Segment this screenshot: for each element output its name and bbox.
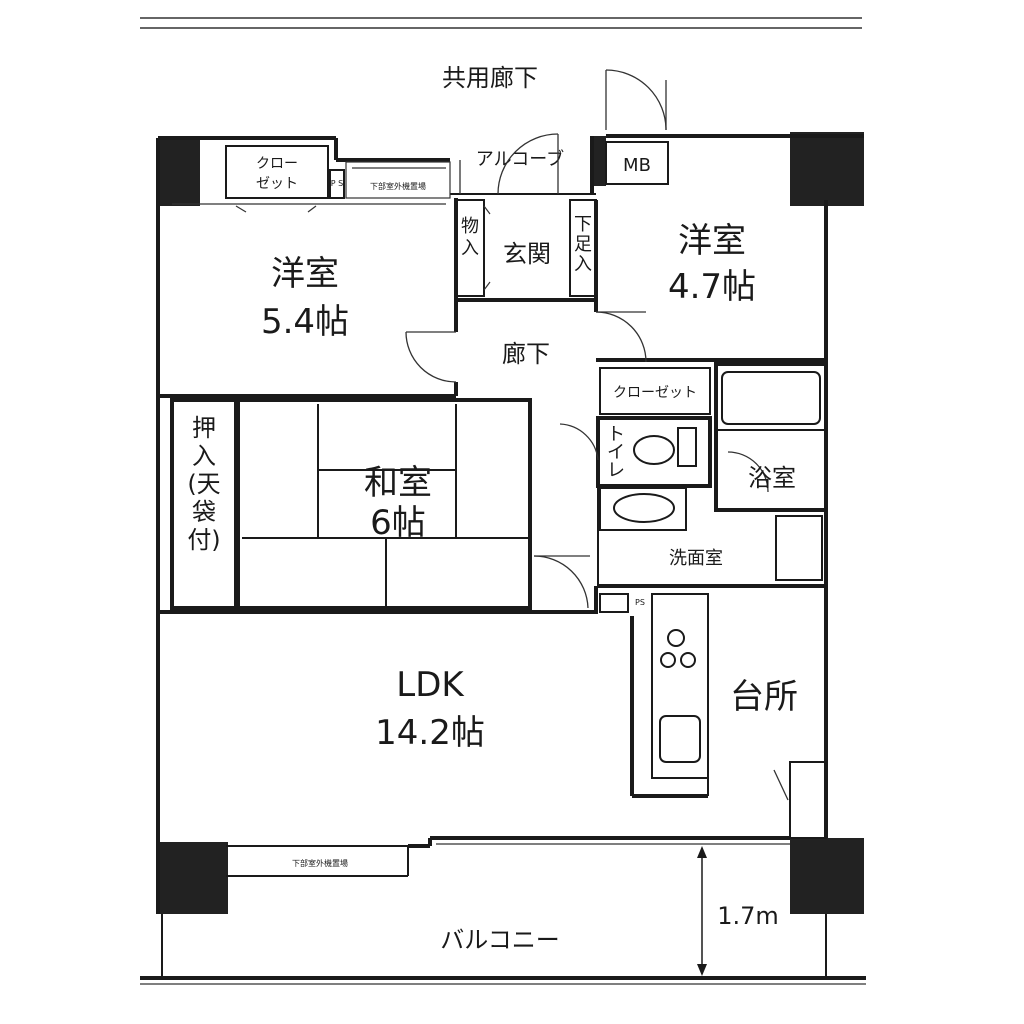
column xyxy=(592,136,606,186)
alcove-label: アルコーブ xyxy=(476,148,564,170)
room-name: LDK xyxy=(396,665,465,705)
ps-kitchen-label: PS xyxy=(635,598,645,607)
common-corridor-label: 共用廊下 xyxy=(442,64,538,92)
hallway-label: 廊下 xyxy=(502,340,550,368)
outer-walls xyxy=(156,134,864,914)
kitchen xyxy=(599,593,827,839)
closet-label: クロー xyxy=(256,156,298,172)
storage-label: 物入 xyxy=(461,216,479,259)
toilet-label: トイレ xyxy=(607,424,625,481)
room-name: 洋室 xyxy=(271,254,339,294)
western-room-right xyxy=(594,200,826,363)
mb-box xyxy=(605,141,669,185)
balcony-window xyxy=(226,836,790,877)
genkan-area xyxy=(455,199,597,302)
balcony-label: バルコニー xyxy=(440,926,560,954)
room-size: 14.2帖 xyxy=(375,713,485,753)
washitsu xyxy=(170,398,599,610)
mb-label: MB xyxy=(623,155,651,176)
bath-label: 浴室 xyxy=(748,464,796,492)
washroom xyxy=(597,486,826,588)
closet-mid xyxy=(599,367,711,415)
ac-unit-label: 下部室外機置場 xyxy=(292,858,348,868)
column xyxy=(158,842,228,914)
column xyxy=(158,136,200,206)
closet-label: ゼット xyxy=(256,176,298,192)
balcony-depth-dimension xyxy=(697,846,707,976)
balcony-depth-label: 1.7m xyxy=(717,902,779,930)
toilet xyxy=(596,416,712,488)
room-size: 6帖 xyxy=(370,503,426,543)
column xyxy=(790,132,864,206)
washroom-label: 洗面室 xyxy=(669,548,723,569)
room-name: 台所 xyxy=(730,677,798,717)
room-name: 和室 xyxy=(364,463,432,503)
ldk xyxy=(158,586,598,614)
entrance-door xyxy=(459,133,559,195)
closet-mid-label: クローゼット xyxy=(613,385,697,401)
bathroom xyxy=(714,362,828,512)
top-storage xyxy=(172,145,451,213)
genkan-label: 玄関 xyxy=(503,240,551,268)
balcony xyxy=(140,914,866,985)
room-size: 5.4帖 xyxy=(261,302,349,342)
western-room-left xyxy=(158,198,458,398)
shoe-storage-label: 下足入 xyxy=(574,214,592,275)
room-name: 洋室 xyxy=(678,221,746,261)
ps-label: P S xyxy=(331,179,343,188)
ac-unit-label: 下部室外機置場 xyxy=(370,181,426,191)
room-size: 4.7帖 xyxy=(668,267,756,307)
column xyxy=(790,838,864,914)
mb-door xyxy=(605,69,667,131)
oshiire-label: 押入(天袋付) xyxy=(187,414,220,554)
